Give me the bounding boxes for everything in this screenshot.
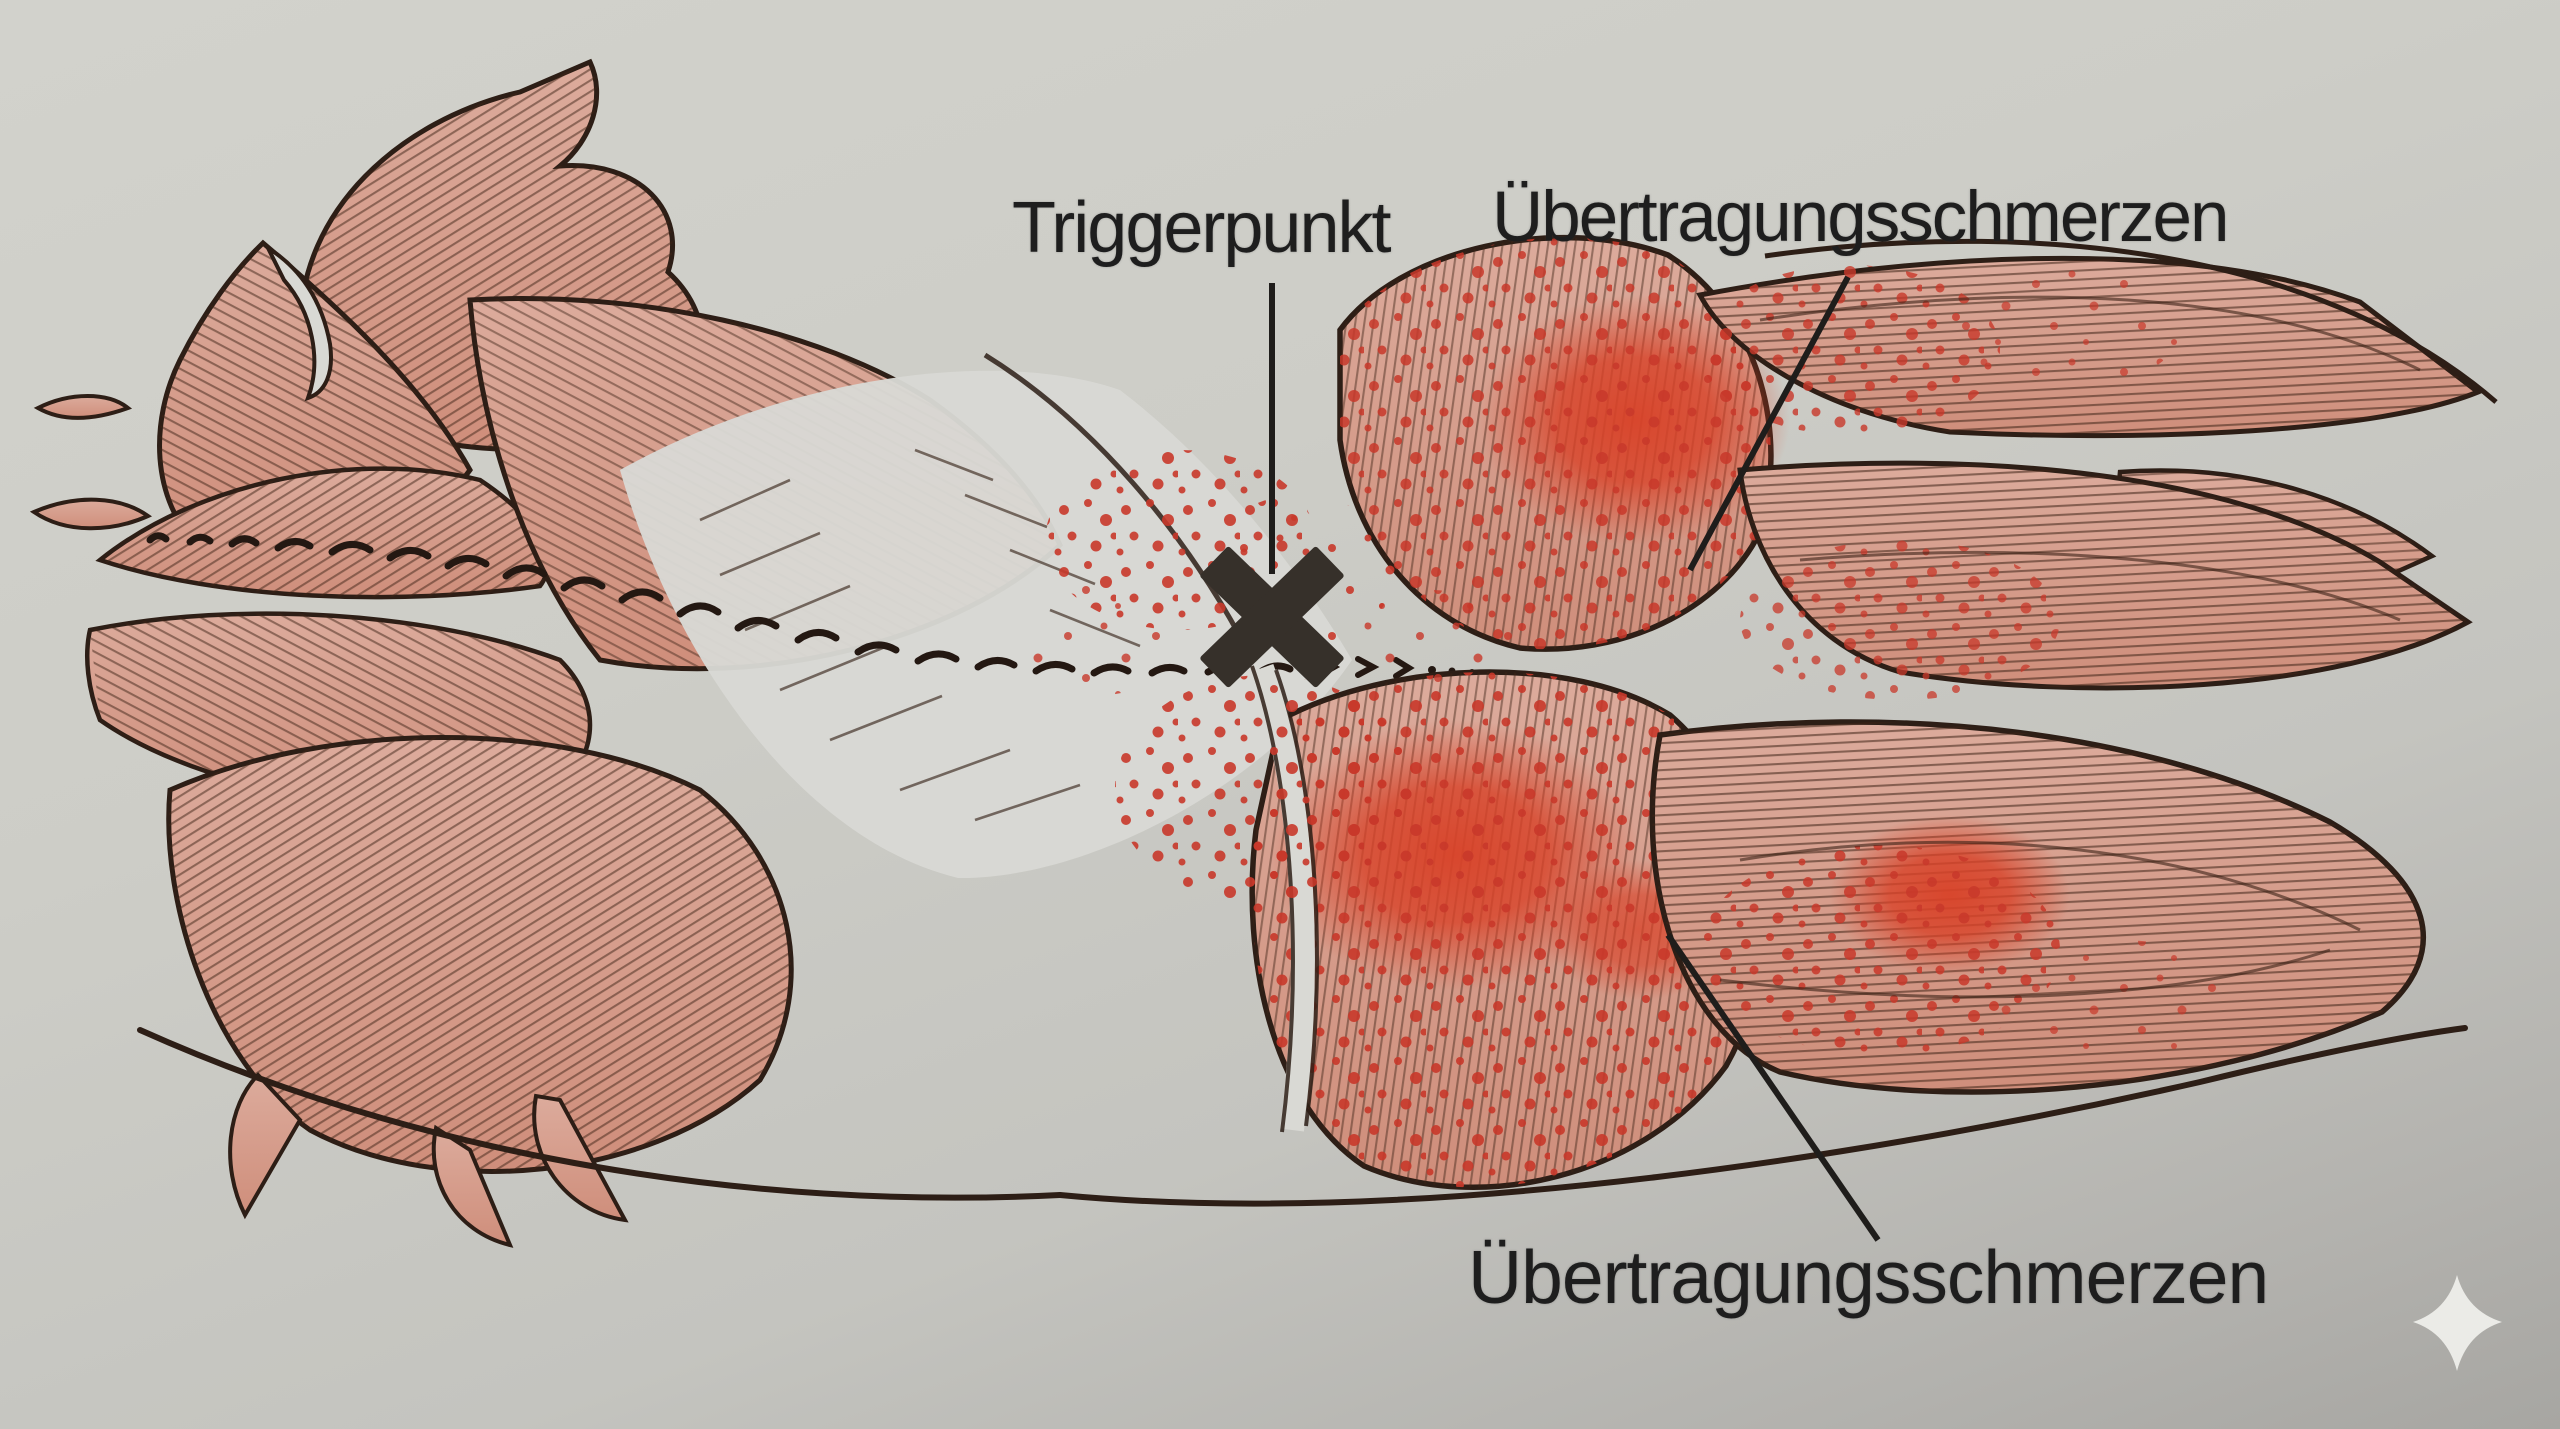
muscle-group-left-lower xyxy=(84,611,1063,1248)
leader-line-referred-pain-bottom xyxy=(1665,933,1881,1242)
leader-line-referred-pain-top xyxy=(1687,275,1851,572)
trigger-point-label: Triggerpunkt xyxy=(1012,188,1392,268)
muscle-group-hind-limb xyxy=(1057,238,2498,1207)
trigger-point-x-marker xyxy=(1200,546,1344,688)
referred-pain-label-bottom: Übertragungsschmerzen xyxy=(1468,1235,2269,1319)
muscle-group-gluteal-upper xyxy=(1337,234,1790,652)
referred-pain-stipple-clusters xyxy=(1020,450,1520,905)
sparkle-icon xyxy=(2413,1275,2502,1371)
referred-pain-label-top: Übertragungsschmerzen xyxy=(1492,178,2229,257)
